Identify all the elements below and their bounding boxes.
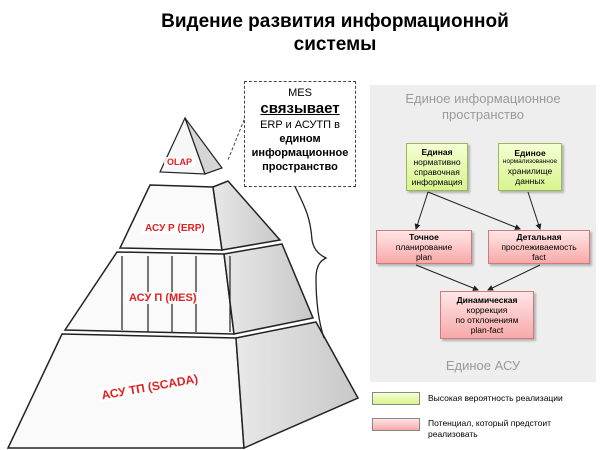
mes-callout-line-5: информационное xyxy=(251,147,349,159)
pyramid-mes-side xyxy=(223,243,315,335)
level-olap-label: OLAP xyxy=(164,157,196,167)
panel-title: Единое информационное пространство xyxy=(405,91,561,122)
panel-arrows xyxy=(414,191,542,291)
info-space-panel: Единое информационное пространство Едина… xyxy=(370,85,596,382)
mes-callout: MES связывает ERP и АСУТП в едином инфор… xyxy=(244,81,356,187)
title-line-1: Видение развития информационной xyxy=(161,11,509,32)
level-mes-label: АСУ П (MES) xyxy=(126,292,200,304)
legend-green-text: Высокая вероятность реализации xyxy=(428,393,563,403)
mes-callout-line-3: ERP и АСУТП в xyxy=(260,119,340,131)
mes-callout-line-1: MES xyxy=(288,87,312,99)
mes-callout-line-4: едином xyxy=(279,133,321,145)
pyramid-scada-side xyxy=(235,321,360,450)
page-title: Видение развития информационной системы xyxy=(150,10,520,56)
pyramid-top-side xyxy=(184,117,223,175)
pyramid-erp-front xyxy=(118,184,223,251)
planning-box: Точное планирование plan xyxy=(376,230,472,264)
connector-line xyxy=(227,114,247,161)
unified-reference-box: Единая нормативно справочная информация xyxy=(406,143,468,191)
pyramid-erp-side xyxy=(212,180,282,251)
legend-red-text: Потенциал, который предстоит реализовать xyxy=(428,418,551,439)
title-line-2: системы xyxy=(293,34,377,55)
tracking-box: Детальная прослеживаемость fact xyxy=(488,230,590,264)
legend-red-swatch xyxy=(372,418,420,431)
panel-footer: Единое АСУ xyxy=(445,358,521,373)
legend-green-swatch xyxy=(372,392,420,405)
mes-callout-line-2: связывает xyxy=(260,100,340,117)
dynamic-correction-box: Динамическая коррекция по отклонениям pl… xyxy=(440,291,534,339)
level-erp-label: АСУ Р (ERP) xyxy=(142,223,208,234)
mes-callout-line-6: пространство xyxy=(262,161,338,173)
brace xyxy=(289,174,328,339)
unified-storage-box: Единое нормализованное хранилище данных xyxy=(498,143,562,191)
